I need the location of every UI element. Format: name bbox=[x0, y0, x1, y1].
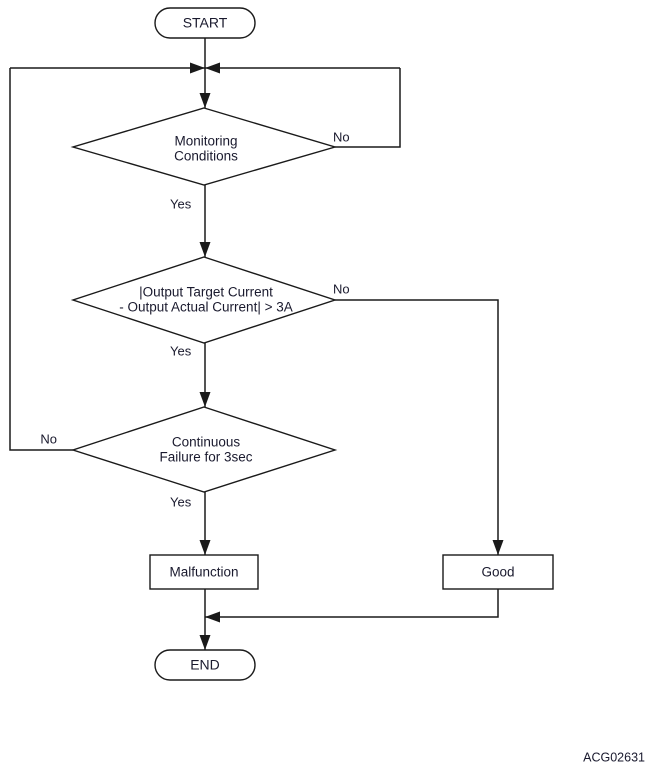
result-box-malfunction-label: Malfunction bbox=[169, 565, 238, 580]
decision-continuous-failure-no-label: No bbox=[40, 431, 57, 446]
decision-current-deviation-yes-label: Yes bbox=[170, 343, 192, 358]
arrowhead-merge-from-good bbox=[205, 611, 220, 623]
decision-current-deviation-label-line1: |Output Target Current bbox=[139, 285, 273, 300]
arrowhead-into-end bbox=[199, 635, 211, 650]
end-terminal bbox=[154, 649, 256, 681]
connector-decision3-no-loop bbox=[9, 68, 73, 451]
decision-monitoring-conditions-label-line2: Conditions bbox=[174, 149, 238, 164]
start-terminal-label: START bbox=[183, 15, 228, 31]
decision-monitoring-conditions-label-line1: Monitoring bbox=[174, 134, 237, 149]
decision-continuous-failure bbox=[70, 406, 338, 493]
decision-continuous-failure-label-line1: Continuous bbox=[172, 435, 241, 450]
result-box-malfunction bbox=[149, 554, 259, 590]
decision-continuous-failure-yes-label: Yes bbox=[170, 494, 192, 509]
arrowhead-into-good-box bbox=[492, 540, 504, 555]
arrowhead-into-decision1 bbox=[199, 93, 211, 108]
figure-code-label: ACG02631 bbox=[583, 750, 645, 764]
decision-monitoring-conditions-no-label: No bbox=[333, 129, 350, 144]
decision-current-deviation bbox=[70, 256, 338, 344]
decision-monitoring-conditions bbox=[70, 107, 338, 186]
end-terminal-label: END bbox=[190, 657, 220, 673]
arrowhead-loop-return-from-left bbox=[190, 62, 205, 74]
arrowhead-into-decision3 bbox=[199, 392, 211, 407]
result-box-good bbox=[442, 554, 554, 590]
decision-continuous-failure-label-line2: Failure for 3sec bbox=[159, 450, 252, 465]
connector-good-to-merge bbox=[205, 589, 499, 618]
arrowhead-loop-return-from-right bbox=[205, 62, 220, 74]
decision-current-deviation-label-line2: - Output Actual Current| > 3A bbox=[119, 300, 292, 315]
decision-current-deviation-no-label: No bbox=[333, 281, 350, 296]
result-box-good-label: Good bbox=[481, 565, 514, 580]
arrowhead-into-decision2 bbox=[199, 242, 211, 257]
arrowhead-into-malfunction-box bbox=[199, 540, 211, 555]
start-terminal bbox=[154, 7, 256, 39]
connector-decision1-no-loop bbox=[335, 68, 401, 148]
decision-monitoring-conditions-yes-label: Yes bbox=[170, 196, 192, 211]
connector-decision2-no-to-good bbox=[335, 299, 499, 555]
